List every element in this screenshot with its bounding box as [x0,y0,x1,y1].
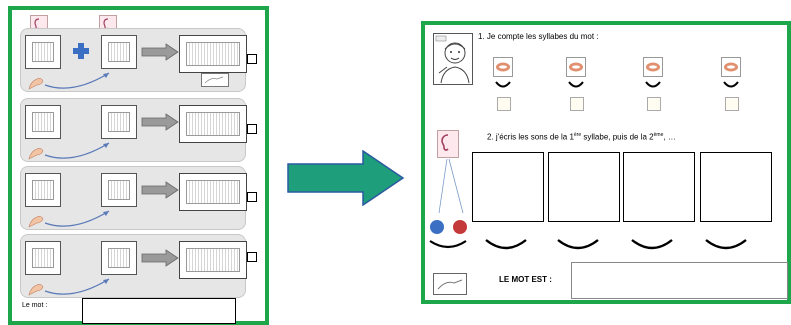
syllable-arc [495,81,511,89]
picture-card [101,173,137,207]
syllable-box[interactable] [497,97,511,111]
exercise-row-4 [20,234,246,298]
curved-arrow-icon [43,139,113,161]
picture-card [101,35,137,69]
red-dot [453,220,467,234]
syllable-arc [645,81,661,89]
mouth-icon [643,57,663,77]
syllable-box[interactable] [570,97,584,111]
row-checkbox[interactable] [247,54,257,64]
word-result-label: LE MOT EST : [499,275,552,284]
picture-card [101,105,137,139]
step-1-instruction: 1. Je compte les syllabes du mot : [478,32,599,41]
syllable-box[interactable] [647,97,661,111]
picture-card [25,35,61,69]
blue-dot [430,220,444,234]
answer-frame [179,241,247,279]
syllable-box[interactable] [725,97,739,111]
sound-lines [433,157,469,219]
sound-write-box[interactable] [548,152,620,222]
writing-hand-icon [433,273,467,295]
exercise-row-3 [20,166,246,230]
left-worksheet-panel: Le mot : [8,6,269,325]
syllable-arc [429,239,467,251]
syllable-arc [705,238,747,252]
curved-arrow-icon [43,69,113,91]
hand-icon [27,211,47,229]
exercise-row-1 [20,28,246,92]
row-checkbox[interactable] [247,252,257,262]
grey-arrow-icon [141,181,179,199]
picture-card [25,173,61,207]
curved-arrow-icon [43,275,113,297]
grey-arrow-icon [141,113,179,131]
mouth-icon [721,57,741,77]
right-worksheet-panel: 1. Je compte les syllabes du mot : 2. j'… [421,21,791,304]
sound-write-box[interactable] [623,152,695,222]
word-answer-field[interactable] [82,298,236,324]
answer-frame [179,105,247,143]
picture-card [101,241,137,275]
grey-arrow-icon [141,43,179,61]
green-arrow-icon [287,150,405,206]
syllable-arc [568,81,584,89]
exercise-row-2 [20,98,246,162]
row-checkbox[interactable] [247,124,257,134]
syllable-arc [485,238,527,252]
writing-hand-icon [201,73,229,87]
hand-icon [27,143,47,161]
picture-card [25,105,61,139]
mouth-icon [493,57,513,77]
step-2-instruction: 2. j'écris les sons de la 1ère syllabe, … [487,132,676,142]
answer-frame [179,173,247,211]
blue-cross-icon [73,43,89,59]
answer-frame [179,35,247,73]
syllable-arc [723,81,739,89]
grey-arrow-icon [141,249,179,267]
syllable-arc [557,238,599,252]
picture-card [25,241,61,275]
word-label: Le mot : [22,302,47,309]
word-result-field[interactable] [571,262,788,299]
child-face-icon [433,33,473,85]
hand-icon [27,73,47,91]
mouth-icon [566,57,586,77]
row-checkbox[interactable] [247,192,257,202]
hand-icon [27,279,47,297]
sound-write-box[interactable] [472,152,544,222]
sound-write-box[interactable] [700,152,772,222]
ear-icon [437,130,459,158]
syllable-arc [631,238,673,252]
curved-arrow-icon [43,207,113,229]
